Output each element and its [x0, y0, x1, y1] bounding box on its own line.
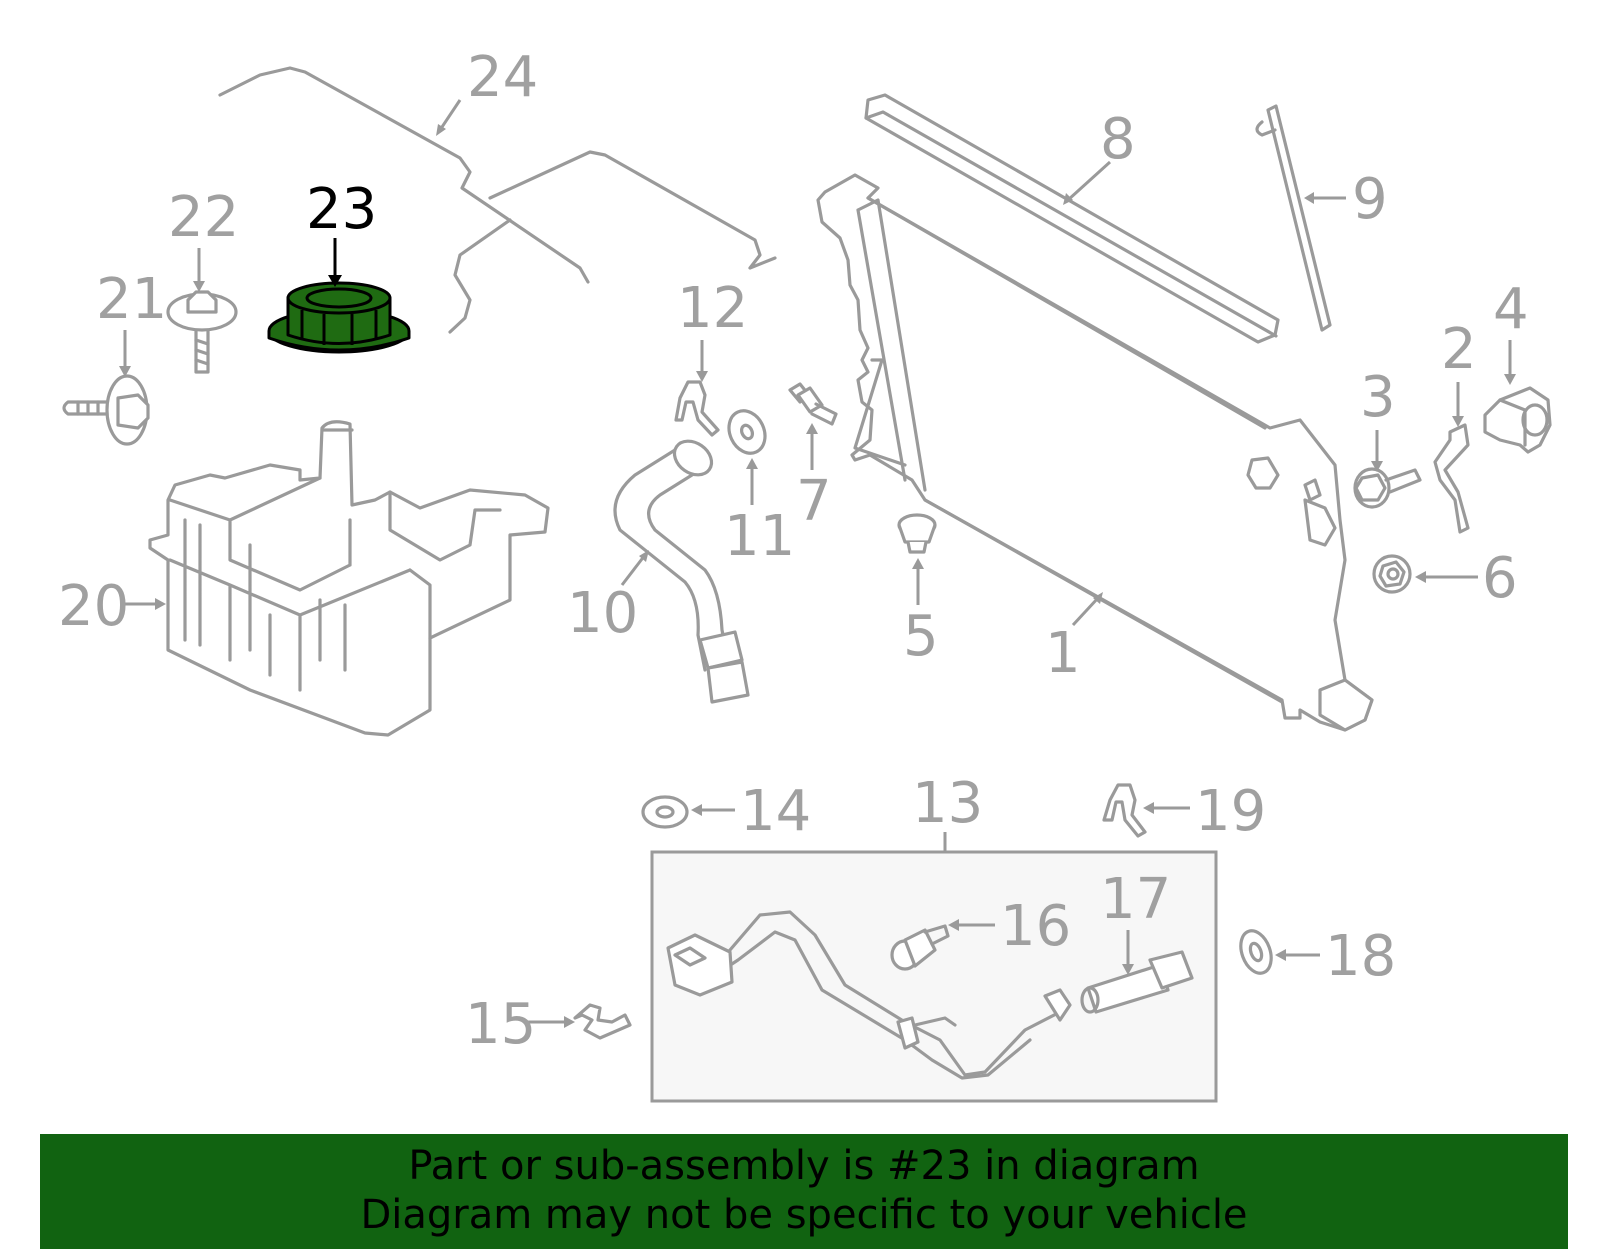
- callout-6: 6: [1482, 546, 1518, 611]
- part-5-bushing[interactable]: [897, 513, 937, 554]
- callout-13: 13: [912, 771, 983, 836]
- part-7-sensor[interactable]: [788, 382, 838, 426]
- part-19-clip[interactable]: [1102, 783, 1147, 838]
- info-banner: Part or sub-assembly is #23 in diagram D…: [40, 1134, 1568, 1249]
- callout-9: 9: [1352, 167, 1388, 232]
- callout-7: 7: [796, 469, 832, 534]
- callout-1: 1: [1045, 621, 1081, 686]
- part-9-rod[interactable]: [1255, 104, 1332, 332]
- callout-8: 8: [1100, 107, 1136, 172]
- part-18-washer[interactable]: [1235, 927, 1276, 978]
- part-13-lower-hose[interactable]: [666, 910, 1072, 1080]
- callout-21: 21: [96, 267, 167, 332]
- banner-line-disclaimer: Diagram may not be specific to your vehi…: [360, 1192, 1248, 1238]
- part-17-connector[interactable]: [1080, 950, 1194, 1014]
- callout-14: 14: [740, 779, 811, 844]
- part-1-radiator[interactable]: [816, 173, 1374, 732]
- part-16-sensor[interactable]: [890, 924, 950, 971]
- part-12-clip[interactable]: [674, 380, 720, 437]
- part-22-bolt[interactable]: [166, 290, 238, 374]
- part-11-washer[interactable]: [722, 405, 771, 459]
- callout-4: 4: [1493, 277, 1529, 342]
- callout-20: 20: [58, 574, 129, 639]
- part-8-seal[interactable]: [864, 93, 1280, 344]
- callout-18: 18: [1325, 924, 1396, 989]
- part-20-coolant-reservoir[interactable]: [148, 420, 550, 737]
- part-21-bolt[interactable]: [62, 374, 150, 446]
- callout-22: 22: [168, 185, 239, 250]
- part-10-upper-hose[interactable]: [613, 434, 750, 704]
- part-2-bracket[interactable]: [1433, 423, 1470, 534]
- callout-16: 16: [1000, 894, 1071, 959]
- callout-10: 10: [567, 581, 638, 646]
- part-4-isolator[interactable]: [1483, 386, 1552, 454]
- part-6-nut[interactable]: [1372, 554, 1412, 594]
- callout-17: 17: [1100, 867, 1171, 932]
- callout-5: 5: [903, 604, 939, 669]
- leader-lines: [119, 99, 1516, 1028]
- part-24-hose-assembly[interactable]: [218, 66, 777, 334]
- callout-11: 11: [724, 504, 795, 569]
- callout-15: 15: [465, 992, 536, 1057]
- callout-3: 3: [1360, 365, 1396, 430]
- part-23-reservoir-cap[interactable]: [267, 281, 411, 354]
- part-14-washer[interactable]: [641, 795, 689, 829]
- part-3-bolt[interactable]: [1353, 467, 1422, 509]
- callout-23: 23: [306, 177, 377, 242]
- callout-2: 2: [1441, 317, 1477, 382]
- callout-12: 12: [677, 276, 748, 341]
- callout-24: 24: [467, 45, 538, 110]
- banner-line-part-number: Part or sub-assembly is #23 in diagram: [408, 1143, 1200, 1189]
- callout-19: 19: [1195, 779, 1266, 844]
- callouts: 1 2 3 4 5 6 7 8 9 10 11 12 13 14 15 16 1…: [58, 45, 1529, 1057]
- part-15-clip[interactable]: [573, 1003, 632, 1040]
